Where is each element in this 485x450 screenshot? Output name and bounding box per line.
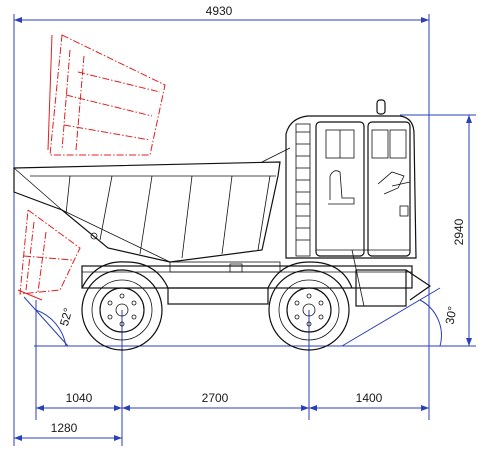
dimension-labels: 4930 2940 1040 2700 1400 1280 52° 30° <box>51 4 466 435</box>
height-label: 2940 <box>452 218 466 245</box>
rear-axle-to-tail-label: 1280 <box>51 421 78 435</box>
rear-wheel <box>81 269 163 351</box>
tipped-body-partial <box>17 209 81 301</box>
departure-angle-label: 52° <box>57 306 75 327</box>
tipped-body-fully-raised <box>47 34 166 156</box>
front-overhang-label: 1400 <box>356 391 383 405</box>
overall-length-label: 4930 <box>206 4 233 18</box>
dump-truck <box>13 99 432 351</box>
dimension-lines <box>13 14 476 446</box>
chassis <box>81 249 432 307</box>
front-wheel <box>268 269 350 351</box>
rear-overhang-label: 1040 <box>66 391 93 405</box>
wheelbase-label: 2700 <box>202 391 229 405</box>
dump-body <box>13 147 291 263</box>
cab <box>285 99 417 259</box>
approach-angle-label: 30° <box>443 305 460 326</box>
